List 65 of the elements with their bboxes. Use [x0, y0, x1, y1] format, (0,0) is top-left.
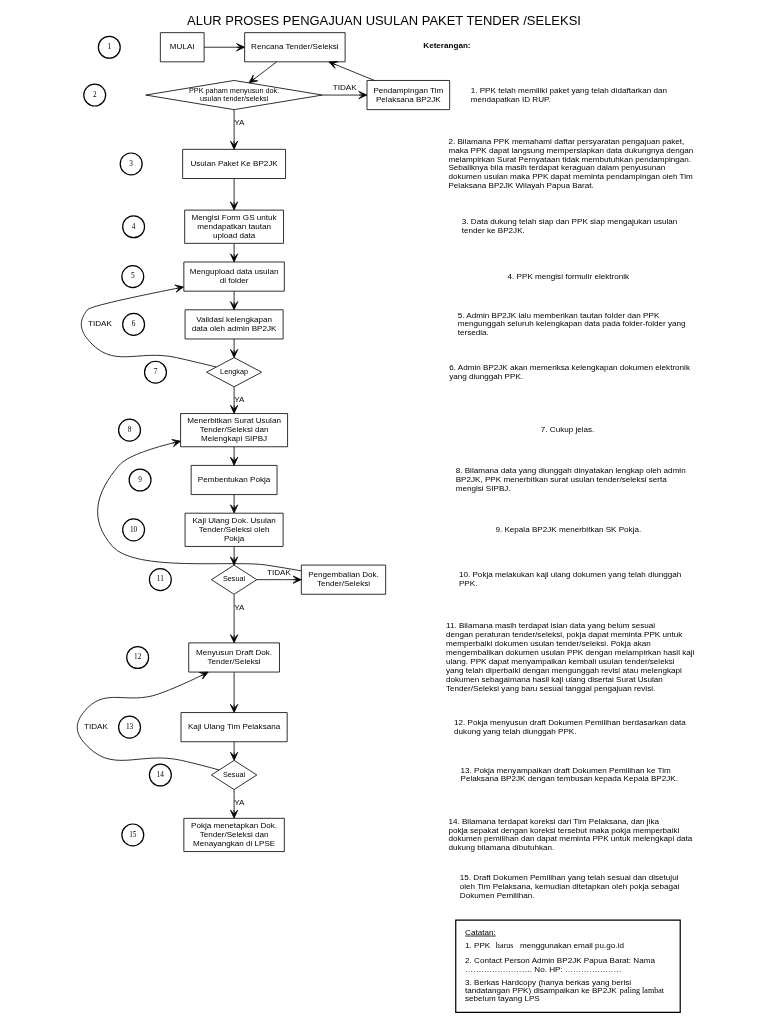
- label: 6. Admin BP2JK akan memeriksa kelengkapan dokumen elektronik yang diunggah PPK.: [449, 362, 690, 381]
- label: 4. PPK mengisi formulir elektronik: [507, 271, 630, 281]
- label: 1. PPK telah memiliki paket yang telah didaftarkan dan mendapatkan ID RUP.: [470, 85, 667, 104]
- node-diamond: Sesuai: [211, 760, 258, 790]
- node-box: Mengupload data usulan di folder: [183, 261, 285, 292]
- edge-label: YA: [234, 602, 245, 612]
- label: 8. Bilamana data yang diunggah dinyatakan lengkap oleh admin BP2JK, PPK menerbitkan surat usulan tender/seleksi serta mengisi SIPBJ.: [455, 466, 686, 493]
- label: 15. Draft Dokumen Pemilihan yang telah sesuai dan disetujui oleh Tim Pelaksana, kemudian ditetapkan oleh pokja sebagai Dokumen Pemilihan.: [459, 872, 680, 900]
- node-box: Kaji Ulang Tim Pelaksana: [180, 712, 288, 743]
- node-box: Pengembalian Dok. Tender/Seleksi: [300, 564, 387, 595]
- node-box: Pokja menetapkan Dok. Tender/Seleksi dan Menayangkan di LPSE: [183, 817, 285, 852]
- node-box: Validasi kelengkapan data oleh admin BP2JK: [184, 309, 284, 340]
- arrow: [230, 789, 239, 819]
- node-diamond: Sesuai: [211, 564, 258, 595]
- label: Keterangan:: [423, 41, 471, 51]
- node-box: Rencana Tender/Seleksi: [244, 32, 346, 63]
- node-diamond: Lengkap: [206, 357, 263, 388]
- label: 2. Bilamana PPK memahami daftar persyaratan pengajuan paket, maka PPK dapat langsung mempersiapkan data dukungnya dengan melampirkan Surat Pernyataan tidak membutuhkan pendampingan. Sebaliknya bila masih terdapat keraguan dalam penyusunan dokumen usulan maka PPK dapat meminta pendampingan oleh Tim Pelaksana BP2JK Wilayah Papua Barat.: [448, 136, 694, 191]
- edge-label: YA: [234, 118, 245, 128]
- node-box: Menyusun Draft Dok. Tender/Seleksi: [188, 642, 280, 673]
- edge-label: YA: [234, 395, 245, 405]
- node-box: Pembentukan Pokja: [190, 465, 278, 495]
- node-box: Mengisi Form GS untuk mendapatkan tautan upload data: [184, 209, 284, 244]
- label: 9. Kepala BP2JK menerbitkan SK Pokja.: [495, 524, 642, 534]
- arrow: [76, 671, 220, 771]
- arrow: [230, 594, 239, 644]
- arrow: [256, 575, 302, 584]
- edge-label: TIDAK: [84, 722, 108, 732]
- edge-label: YA: [234, 797, 245, 807]
- node-diamond: PPK paham menyusun dok. usulan tender/seleksi: [145, 80, 323, 111]
- arrow: [230, 446, 239, 466]
- label: 13. Pokja menyampaikan draft Dokumen Pemilihan ke Tim Pelaksana BP2JK dengan tembusan kepada Kepala BP2JK.: [460, 765, 678, 784]
- arrow: [322, 91, 368, 100]
- arrow: [203, 43, 245, 52]
- diagram-title: ALUR PROSES PENGAJUAN USULAN PAKET TENDER /SELEKSI: [187, 13, 581, 29]
- arrow: [230, 338, 239, 358]
- arrow: [97, 439, 302, 572]
- node-box: Kaji Ulang Dok. Usulan Tender/Seleksi oleh Pokja: [184, 512, 284, 547]
- edge-label: TIDAK: [88, 319, 112, 329]
- arrow: [248, 61, 278, 84]
- edge-label: TIDAK: [332, 83, 357, 93]
- label: 5. Admin BP2JK lalu memberikan tautan folder dan PPK mengunggah seluruh kelengkapan data pada folder-folder yang tersedia.: [457, 310, 686, 338]
- arrow: [230, 109, 239, 150]
- arrow: [328, 61, 375, 81]
- label: 3. Data dukung telah siap dan PPK siap mengajukan usulan tender ke BP2JK.: [461, 217, 678, 236]
- arrow: [230, 741, 239, 761]
- arrow: [230, 243, 239, 263]
- node-box: Catatan: 1. PPK harus menggunakan email pu.go.id 2. Contact Person Admin BP2JK Papua Barat: Nama ……………………. No. HP: ………………… 3. Berkas Hardcopy (hanya berkas yang berisi tandatangan PPK) disampaikan ke BP2JK paling lambat sebelum tayang LPS: [455, 919, 681, 1014]
- node-box: Pendampingan Tim Pelaksana BP2JK: [366, 80, 451, 111]
- edge-label: TIDAK: [267, 567, 291, 577]
- arrow: [230, 178, 239, 211]
- arrow: [80, 284, 217, 368]
- arrow: [230, 386, 239, 414]
- arrow: [230, 546, 239, 566]
- label: 7. Cukup jelas.: [540, 425, 595, 435]
- label: 10. Pokja melakukan kaji ulang dokumen yang telah diunggah PPK.: [458, 570, 682, 589]
- label: 11. Bilamana masih terdapat isian data yang belum sesuai dengan peraturan tender/seleksi, pokja dapat meminta PPK untuk memperbaiki dokumen usulan tender/seleksi. Pokja akan mengembalikan dokumen usulan PPK dengan melampirkan hasil kaji ulang. PPK dapat menyampaikan kembali usulan tender/seleksi yang telah diperbaiki dengan mengunggah revisi atau melengkapi dokumen sebagaimana hasil kaji ulang disertai Surat Usulan Tender/Seleksi yang baru sesuai tanggal pengajuan revisi.: [446, 621, 695, 693]
- arrow: [230, 671, 239, 713]
- node-box: MULAI: [159, 32, 205, 63]
- node-box: Menerbitkan Surat Usulan Tender/Seleksi dan Melengkapi SIPBJ: [180, 413, 288, 448]
- arrow: [230, 290, 239, 311]
- arrow: [230, 494, 239, 514]
- label: 12. Pokja menyusun draft Dokumen Pemilihan berdasarkan data dukung yang telah diunggah PPK.: [454, 717, 686, 736]
- label: 14. Bilamana terdapat koreksi dari Tim Pelaksana, dan jika pokja sepakat dengan koreksi tersebut maka pokja memperbaiki dokumen pemilihan dan dapat meminta PPK untuk melengkapi data dukung bilamana dibutuhkan.: [448, 816, 693, 853]
- node-box: Usulan Paket Ke BP2JK: [182, 148, 286, 179]
